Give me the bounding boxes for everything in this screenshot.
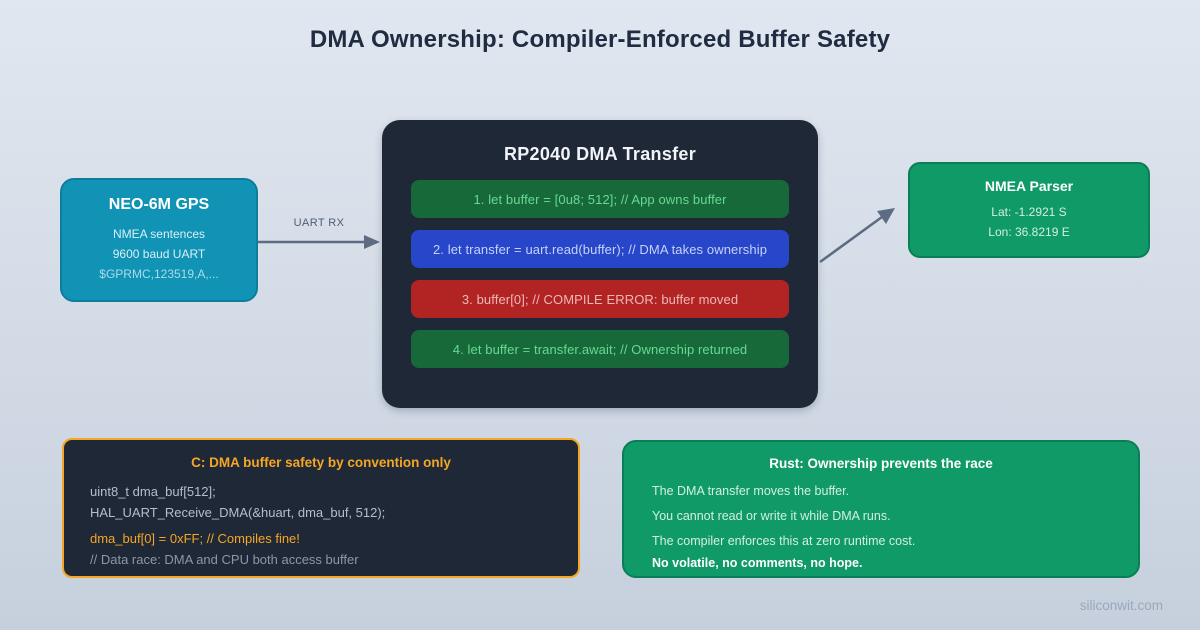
rust-text-lines: The DMA transfer moves the buffer. You ca… xyxy=(652,485,1110,570)
dma-step-row: 3. buffer[0]; // COMPILE ERROR: buffer m… xyxy=(411,280,789,318)
gps-node-line: NMEA sentences xyxy=(112,227,206,241)
dma-to-parser-arrow-icon xyxy=(819,208,895,264)
rust-text-line: The DMA transfer moves the buffer. xyxy=(652,484,850,498)
uart-rx-arrow-icon xyxy=(258,235,380,249)
nmea-parser-line: Lat: -1.2921 S xyxy=(991,205,1067,219)
gps-node-line: $GPRMC,123519,A,... xyxy=(99,267,219,281)
nmea-parser-node: NMEA Parser Lat: -1.2921 S Lon: 36.8219 E xyxy=(908,162,1150,258)
c-code-line: HAL_UART_Receive_DMA(&huart, dma_buf, 51… xyxy=(90,505,386,520)
gps-node-title: NEO-6M GPS xyxy=(108,196,210,213)
c-code-line: uint8_t dma_buf[512]; xyxy=(90,484,216,499)
dma-transfer-panel: RP2040 DMA Transfer 1. let buffer = [0u8… xyxy=(382,120,818,408)
c-code-lines: uint8_t dma_buf[512]; HAL_UART_Receive_DM… xyxy=(90,481,552,570)
rust-comparison-panel: Rust: Ownership prevents the race The DM… xyxy=(622,440,1140,578)
gps-node-lines: NMEA sentences 9600 baud UART $GPRMC,12351… xyxy=(99,224,218,284)
c-code-line: // Data race: DMA and CPU both access bu… xyxy=(90,552,359,567)
site-watermark: siliconwit.com xyxy=(1079,598,1163,613)
rust-text-line: The compiler enforces this at zero runti… xyxy=(652,534,916,548)
nmea-parser-title: NMEA Parser xyxy=(984,178,1074,194)
rust-panel-title: Rust: Ownership prevents the race xyxy=(769,456,993,471)
rust-text-line: You cannot read or write it while DMA ru… xyxy=(652,509,891,523)
c-code-line: dma_buf[0] = 0xFF; // Compiles fine! xyxy=(90,531,300,546)
gps-node-line: 9600 baud UART xyxy=(112,247,206,261)
dma-step-row: 4. let buffer = transfer.await; // Owner… xyxy=(411,330,789,368)
dma-panel-title: RP2040 DMA Transfer xyxy=(503,144,697,164)
dma-step-list: 1. let buffer = [0u8; 512]; // App owns … xyxy=(411,180,789,380)
gps-device-node: NEO-6M GPS NMEA sentences 9600 baud UART $… xyxy=(60,178,258,302)
dma-step-row: 2. let transfer = uart.read(buffer); // … xyxy=(411,230,789,268)
uart-rx-label: UART RX xyxy=(293,217,345,229)
nmea-parser-line: Lon: 36.8219 E xyxy=(988,225,1070,239)
c-comparison-panel: C: DMA buffer safety by convention only … xyxy=(62,438,580,578)
c-panel-title: C: DMA buffer safety by convention only xyxy=(191,455,451,470)
nmea-parser-lines: Lat: -1.2921 S Lon: 36.8219 E xyxy=(988,202,1069,242)
page-title: DMA Ownership: Compiler-Enforced Buffer … xyxy=(309,26,891,53)
dma-step-row: 1. let buffer = [0u8; 512]; // App owns … xyxy=(411,180,789,218)
rust-text-line: No volatile, no comments, no hope. xyxy=(652,556,863,570)
